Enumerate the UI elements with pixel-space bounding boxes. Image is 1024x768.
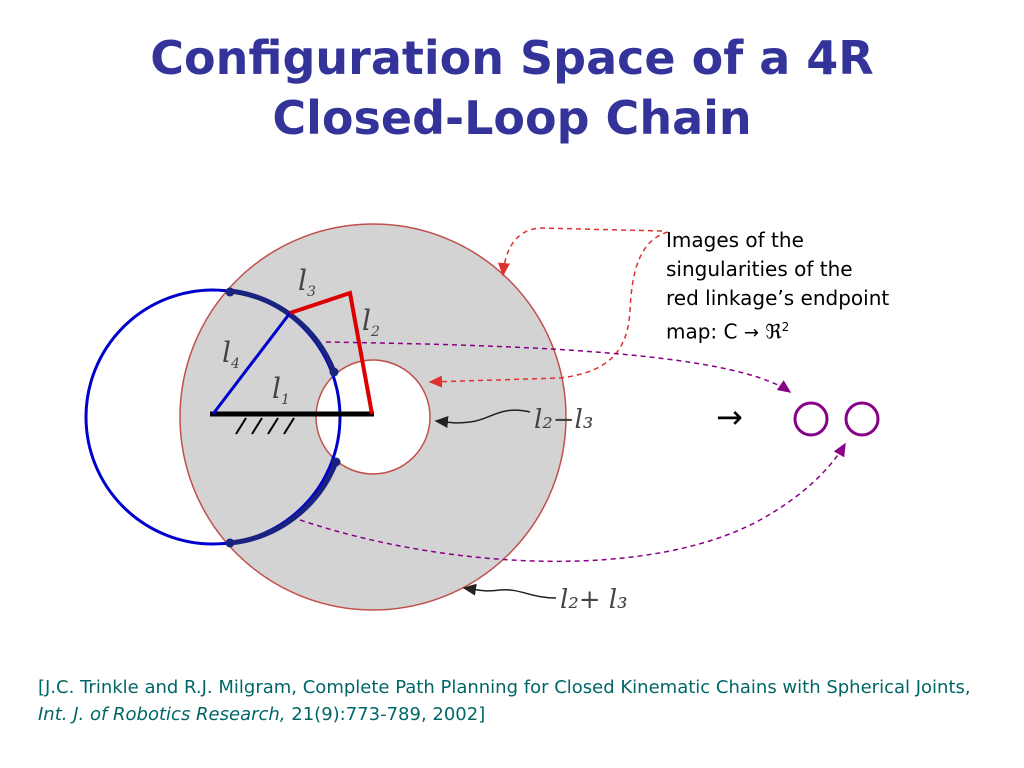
label-l4: l4 (222, 336, 240, 372)
annotation-line4: map: C → ℜ2 (666, 319, 790, 344)
upper-valid-arc (229, 288, 337, 373)
inner-radius-leader (434, 409, 531, 428)
annulus-region (179, 223, 567, 611)
journal-name: Int. J. of Robotics Research, (38, 704, 286, 725)
inner-radius-label: l₂−l₃ (534, 405, 593, 435)
slide-title-line2: Closed-Loop Chain (272, 91, 752, 145)
dashed-purple-arrow-upper (325, 341, 792, 393)
arrow-icon: → (743, 322, 759, 344)
real-space-symbol: ℜ (765, 319, 782, 344)
label-l3: l3 (298, 264, 316, 300)
singularity-point (329, 367, 339, 377)
citation: [J.C. Trinkle and R.J. Milgram, Complete… (38, 677, 971, 725)
annotation-line3: red linkage’s endpoint (666, 286, 890, 310)
label-l1: l1 (272, 372, 290, 408)
link-l4 (211, 312, 292, 415)
singularity-point (331, 457, 341, 467)
red-linkage (289, 290, 374, 415)
annotation-line1: Images of the (666, 228, 804, 252)
slide-title-line1: Configuration Space of a 4R (150, 31, 874, 85)
singularity-annotation: Images of the singularities of the red l… (666, 226, 946, 348)
ground-hatch (235, 417, 295, 435)
l4-reach-circle (84, 288, 342, 546)
image-circle-left (793, 401, 829, 437)
lower-valid-arc (229, 461, 339, 546)
annotation-line2: singularities of the (666, 257, 853, 281)
outer-radius-label: l₂+ l₃ (560, 585, 628, 615)
singularity-point (225, 538, 235, 548)
dashed-red-arrow-inner (428, 231, 669, 388)
singularity-point (225, 287, 235, 297)
map-arrow: → (716, 398, 743, 436)
label-l2: l2 (362, 304, 380, 340)
outer-radius-leader (462, 583, 557, 599)
slide-title: Configuration Space of a 4R Closed-Loop … (0, 28, 1024, 148)
image-circle-right (844, 401, 880, 437)
dashed-purple-arrow-lower (299, 442, 846, 562)
dashed-red-arrow-outer (497, 227, 663, 277)
